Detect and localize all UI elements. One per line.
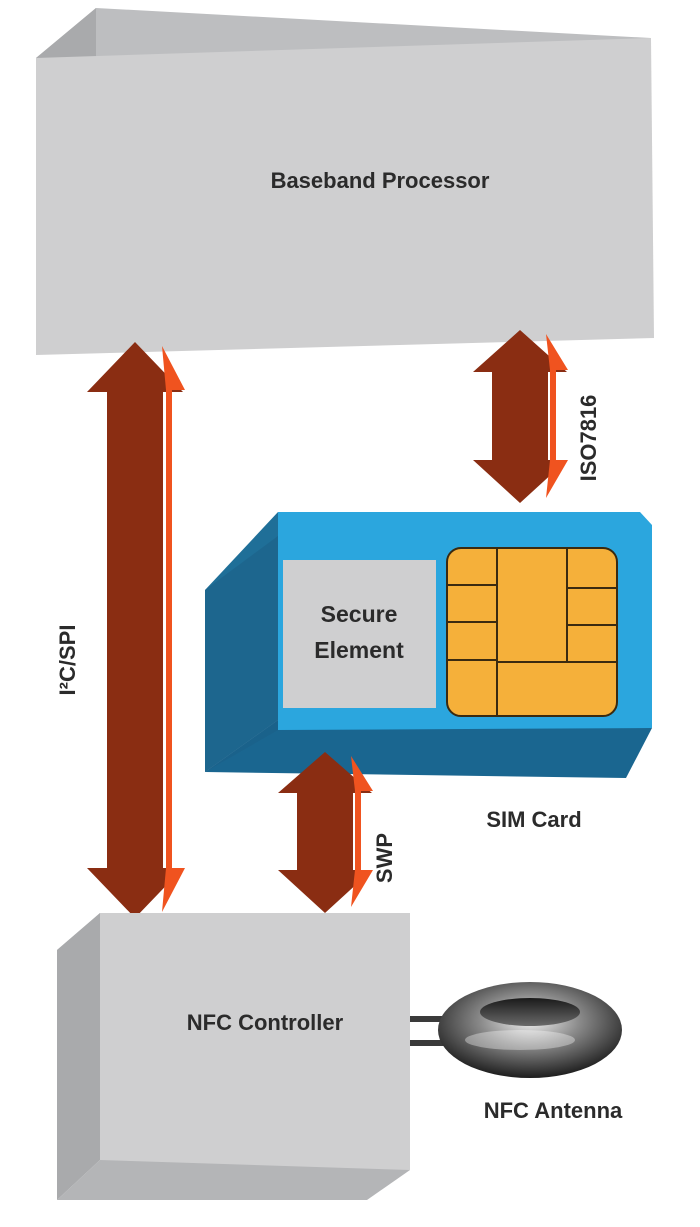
sim-card-label: SIM Card [486,807,581,832]
antenna-wire-bottom [410,1040,446,1046]
swp-arrow-highlight [351,756,373,907]
iso7816-arrow-highlight [546,334,568,498]
iso7816-label: ISO7816 [576,395,601,482]
sim-card-front-shade [205,536,278,772]
nfc-antenna-hole [480,998,580,1026]
sim-chip-body [446,547,618,717]
i2c-spi-arrow: I²C/SPI [55,342,185,918]
nfc-controller-block: NFC Controller [57,913,410,1200]
iso7816-arrow: ISO7816 [473,330,601,503]
baseband-label: Baseband Processor [271,168,490,193]
swp-label: SWP [372,833,397,883]
sim-card: Secure Element SIM Card [205,512,652,832]
iso7816-arrow-body [473,330,567,503]
nfc-controller-label: NFC Controller [187,1010,344,1035]
nfc-controller-side-face [57,913,100,1200]
nfc-controller-bottom-face [57,1160,410,1200]
i2c-spi-label: I²C/SPI [55,625,80,696]
baseband-front-face [36,38,654,355]
nfc-antenna-shine [465,1030,575,1050]
nfc-antenna: NFC Antenna [438,982,623,1123]
nfc-controller-front-face [100,913,410,1170]
swp-arrow-body [278,752,372,913]
swp-arrow: SWP [278,752,397,913]
baseband-processor-block: Baseband Processor [36,8,654,355]
secure-element-label-line2: Element [314,637,404,663]
nfc-antenna-label: NFC Antenna [484,1098,623,1123]
sim-chip-contacts [447,548,617,716]
i2c-spi-arrow-highlight [162,346,185,912]
antenna-wire-top [410,1016,446,1022]
antenna-connector [410,1016,446,1046]
secure-element-box [283,560,436,708]
secure-element-label-line1: Secure [321,601,398,627]
nfc-antenna-ring [438,982,622,1078]
i2c-spi-arrow-body [87,342,183,918]
sim-chip [446,547,618,717]
